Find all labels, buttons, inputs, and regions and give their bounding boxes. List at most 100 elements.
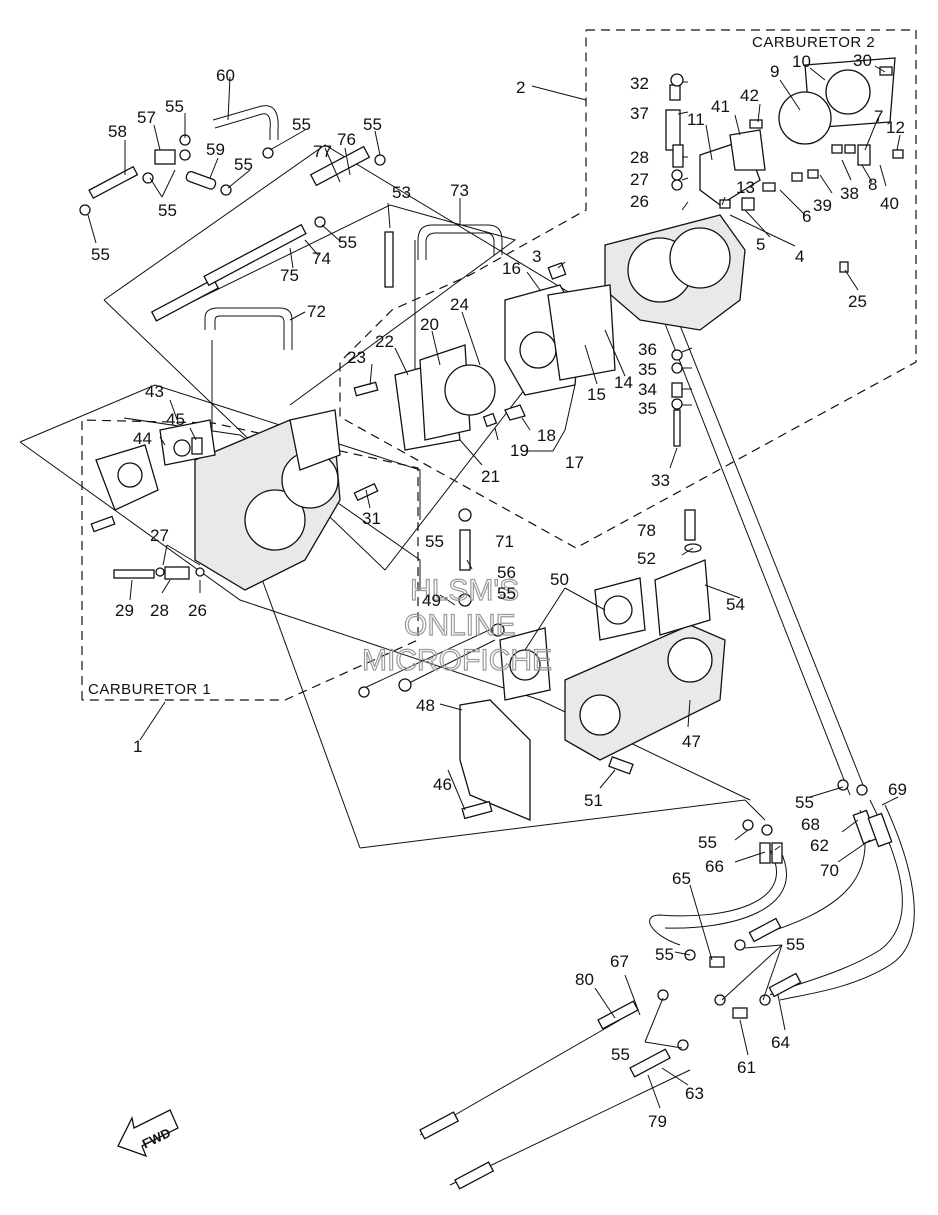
callout-32: 32 xyxy=(630,74,649,93)
callout-65: 65 xyxy=(672,869,691,888)
callout-70: 70 xyxy=(820,861,839,880)
callout-10: 10 xyxy=(792,52,811,71)
callout-79: 79 xyxy=(648,1112,667,1131)
callout-73: 73 xyxy=(450,181,469,200)
callout-19: 19 xyxy=(510,441,529,460)
cable-ends xyxy=(419,809,893,1190)
callout-29: 29 xyxy=(115,601,134,620)
callout-37: 37 xyxy=(630,104,649,123)
callout-3: 3 xyxy=(532,247,541,266)
callout-2: 2 xyxy=(516,78,525,97)
watermark: HLSM'S ONLINE MICROFICHE xyxy=(361,573,552,677)
callout-55-b: 55 xyxy=(158,201,177,220)
callout-18: 18 xyxy=(537,426,556,445)
callout-53: 53 xyxy=(392,183,411,202)
callout-63: 63 xyxy=(685,1084,704,1103)
callout-47: 47 xyxy=(682,732,701,751)
callout-55-g: 55 xyxy=(338,233,357,252)
callout-15: 15 xyxy=(587,385,606,404)
callout-26-carb1: 26 xyxy=(188,601,207,620)
manifold-assembly xyxy=(459,509,726,821)
callout-64: 64 xyxy=(771,1033,790,1052)
callout-16: 16 xyxy=(502,259,521,278)
watermark-line-3: MICROFICHE xyxy=(362,644,552,677)
callout-48: 48 xyxy=(416,696,435,715)
callout-7: 7 xyxy=(874,107,883,126)
fasteners xyxy=(79,66,904,1051)
callout-14: 14 xyxy=(614,373,633,392)
fuel-hoses xyxy=(88,105,503,350)
callout-35-lower: 35 xyxy=(638,399,657,418)
fwd-arrow-icon xyxy=(117,1109,179,1158)
callout-54: 54 xyxy=(726,595,745,614)
callout-31: 31 xyxy=(362,509,381,528)
callout-5: 5 xyxy=(756,235,765,254)
callout-4: 4 xyxy=(795,247,804,266)
callout-24: 24 xyxy=(450,295,469,314)
callout-numbers: 1 2 3 4 5 6 7 8 9 10 11 12 13 14 15 16 1… xyxy=(91,51,907,1131)
carburetor-1-body xyxy=(95,344,496,591)
carburetor-2-outline xyxy=(339,29,917,549)
callout-74: 74 xyxy=(312,249,331,268)
callout-57: 57 xyxy=(137,108,156,127)
callout-40: 40 xyxy=(880,194,899,213)
callout-9: 9 xyxy=(770,62,779,81)
callout-13: 13 xyxy=(736,178,755,197)
fwd-arrow: FWD xyxy=(117,1109,179,1158)
group-labels: CARBURETOR 2 CARBURETOR 1 xyxy=(88,34,875,698)
callout-69: 69 xyxy=(888,780,907,799)
callout-28-carb2: 28 xyxy=(630,148,649,167)
callout-8: 8 xyxy=(868,175,877,194)
callout-55-i: 55 xyxy=(497,584,516,603)
callout-41: 41 xyxy=(711,97,730,116)
callout-76: 76 xyxy=(337,130,356,149)
callout-55-k: 55 xyxy=(698,833,717,852)
callout-45: 45 xyxy=(166,410,185,429)
callout-58: 58 xyxy=(108,122,127,141)
callout-34: 34 xyxy=(638,380,657,399)
callout-75: 75 xyxy=(280,266,299,285)
callout-28-carb1: 28 xyxy=(150,601,169,620)
callout-35-upper: 35 xyxy=(638,360,657,379)
callout-6: 6 xyxy=(802,207,811,226)
callout-12: 12 xyxy=(886,118,905,137)
callout-30: 30 xyxy=(853,51,872,70)
callout-55-j: 55 xyxy=(795,793,814,812)
callout-55-f: 55 xyxy=(363,115,382,134)
callout-59: 59 xyxy=(206,140,225,159)
callout-77: 77 xyxy=(313,142,332,161)
callout-66: 66 xyxy=(705,857,724,876)
callout-55-l: 55 xyxy=(655,945,674,964)
callout-46: 46 xyxy=(433,775,452,794)
group-label-carburetor-2: CARBURETOR 2 xyxy=(752,34,875,51)
callout-42: 42 xyxy=(740,86,759,105)
callout-78: 78 xyxy=(637,521,656,540)
callout-20: 20 xyxy=(420,315,439,334)
callout-36: 36 xyxy=(638,340,657,359)
callout-23: 23 xyxy=(347,348,366,367)
callout-27-carb2: 27 xyxy=(630,170,649,189)
callout-33: 33 xyxy=(651,471,670,490)
linkage-rods xyxy=(358,623,505,698)
callout-27-carb1: 27 xyxy=(150,526,169,545)
callout-55-d: 55 xyxy=(234,155,253,174)
callout-67: 67 xyxy=(610,952,629,971)
callout-55-h: 55 xyxy=(425,532,444,551)
callout-55-a: 55 xyxy=(165,97,184,116)
watermark-line-1: HLSM'S xyxy=(410,574,519,607)
callout-38: 38 xyxy=(840,184,859,203)
callout-44: 44 xyxy=(133,429,152,448)
callout-43: 43 xyxy=(145,382,164,401)
callout-49: 49 xyxy=(422,591,441,610)
callout-61: 61 xyxy=(737,1058,756,1077)
callout-62: 62 xyxy=(810,836,829,855)
callout-55-c: 55 xyxy=(91,245,110,264)
callout-22: 22 xyxy=(375,332,394,351)
callout-52: 52 xyxy=(637,549,656,568)
callout-1: 1 xyxy=(133,737,142,756)
callout-55-e: 55 xyxy=(292,115,311,134)
callout-80: 80 xyxy=(575,970,594,989)
carburetor-2-body xyxy=(482,57,896,428)
callout-60: 60 xyxy=(216,66,235,85)
